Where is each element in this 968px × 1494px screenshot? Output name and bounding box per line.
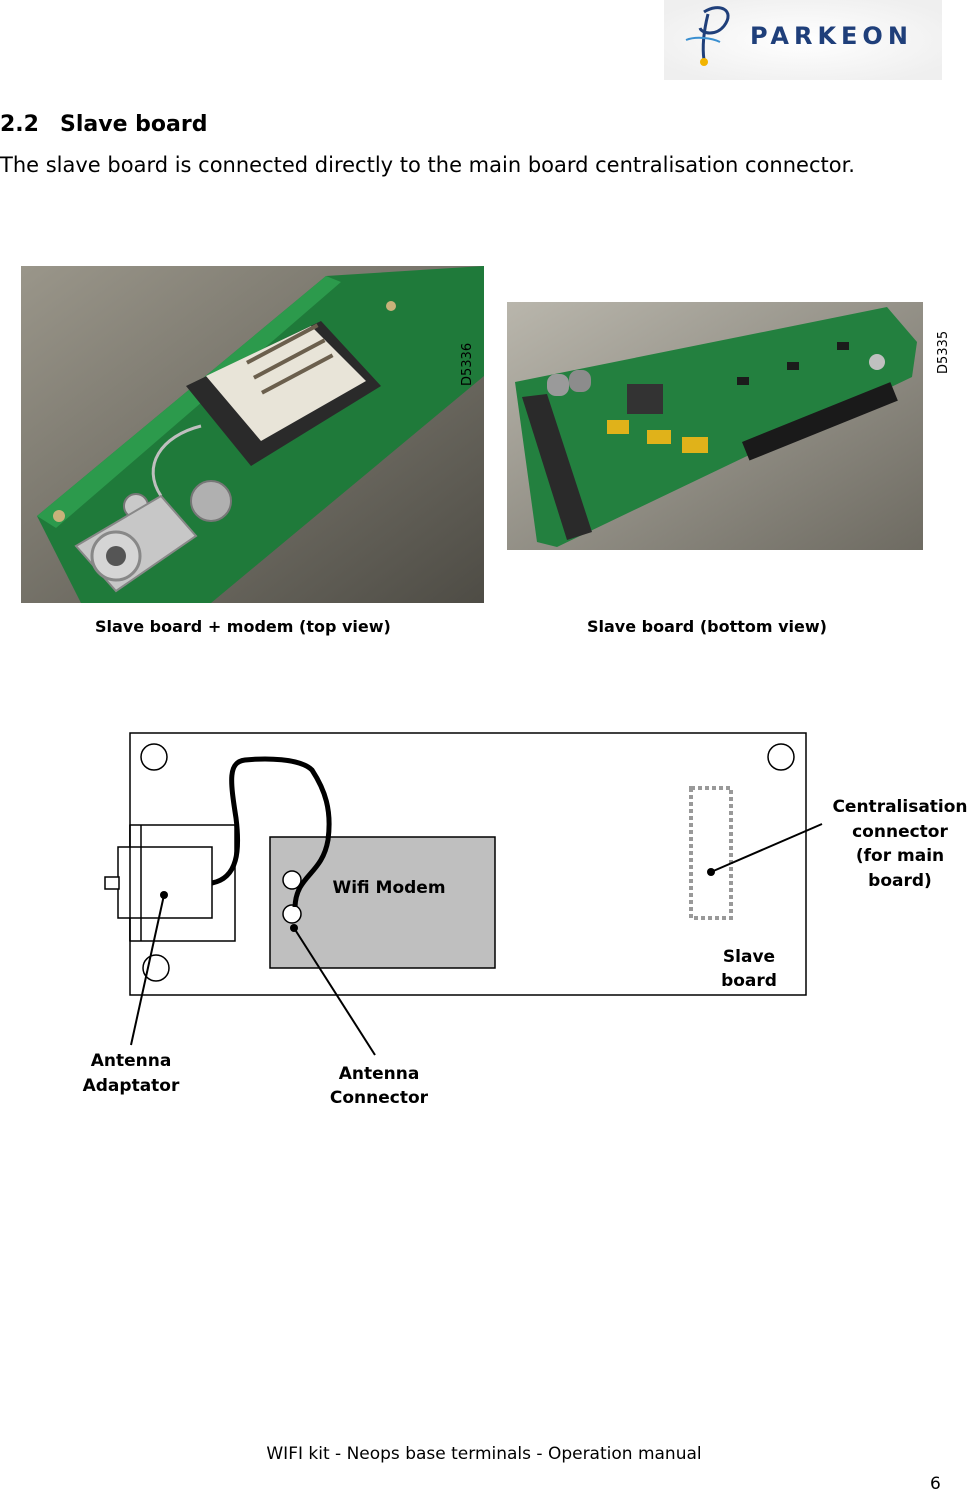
slave-board-top-photo: D5336 xyxy=(21,266,484,603)
slave-board-bottom-photo xyxy=(507,302,923,550)
modem-label: Wifi Modem xyxy=(332,878,445,898)
footer-text: WIFI kit - Neops base terminals - Operat… xyxy=(266,1444,702,1464)
photo-reference: D5336 xyxy=(460,342,475,386)
antenna-connector-label: Connector xyxy=(330,1088,429,1108)
wifi-modem-block xyxy=(269,836,496,969)
antenna-cable xyxy=(211,756,332,908)
antenna-connector-label: Antenna xyxy=(339,1064,420,1084)
mounting-hole xyxy=(140,743,168,771)
slave-board-diagram: Wifi Modem Slave board Centralisation co… xyxy=(0,700,968,1130)
mounting-hole xyxy=(767,743,795,771)
slave-board-label: Slave xyxy=(723,947,775,967)
photo-reference: D5335 xyxy=(936,330,951,374)
section-heading: 2.2 Slave board xyxy=(0,112,207,137)
centralisation-label: (for main xyxy=(856,846,944,866)
centralisation-connector xyxy=(689,786,733,920)
centralisation-label: board) xyxy=(868,871,932,891)
photo-caption-top: Slave board + modem (top view) xyxy=(95,617,391,636)
parkeon-logo: PARKEON xyxy=(664,0,942,80)
slave-board-label: board xyxy=(721,971,777,991)
antenna-adaptor-label: Adaptator xyxy=(83,1076,180,1096)
antenna-adaptor-label: Antenna xyxy=(91,1051,172,1071)
photo-caption-bottom: Slave board (bottom view) xyxy=(587,617,827,636)
centralisation-label: connector xyxy=(852,822,948,842)
section-number: 2.2 xyxy=(0,112,39,137)
centralisation-label: Centralisation xyxy=(832,797,967,817)
brand-wordmark: PARKEON xyxy=(750,22,913,50)
intro-paragraph: The slave board is connected directly to… xyxy=(0,153,855,177)
page-number: 6 xyxy=(930,1474,941,1494)
section-title: Slave board xyxy=(60,112,208,137)
